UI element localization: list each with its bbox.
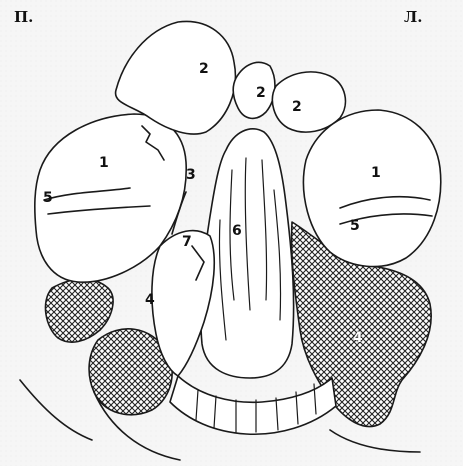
label-right-orbit: 1 [371, 166, 381, 180]
label-seven: 7 [182, 235, 192, 249]
label-three: 3 [186, 168, 196, 182]
label-left-four: 4 [145, 293, 155, 307]
label-nasal-upper: 2 [256, 86, 266, 100]
label-left-fissure: 5 [43, 191, 53, 205]
label-septum: 6 [232, 224, 242, 238]
label-right-four: 4 [353, 331, 363, 345]
label-right-fissure: 5 [350, 219, 360, 233]
label-left-orbit: 1 [99, 156, 109, 170]
label-right-upper-bone: 2 [292, 100, 302, 114]
corner-label-right: Л. [404, 8, 423, 26]
corner-label-left: П. [14, 8, 33, 26]
right-orbit-bone [303, 110, 440, 267]
label-left-upper-bone: 2 [199, 62, 209, 76]
